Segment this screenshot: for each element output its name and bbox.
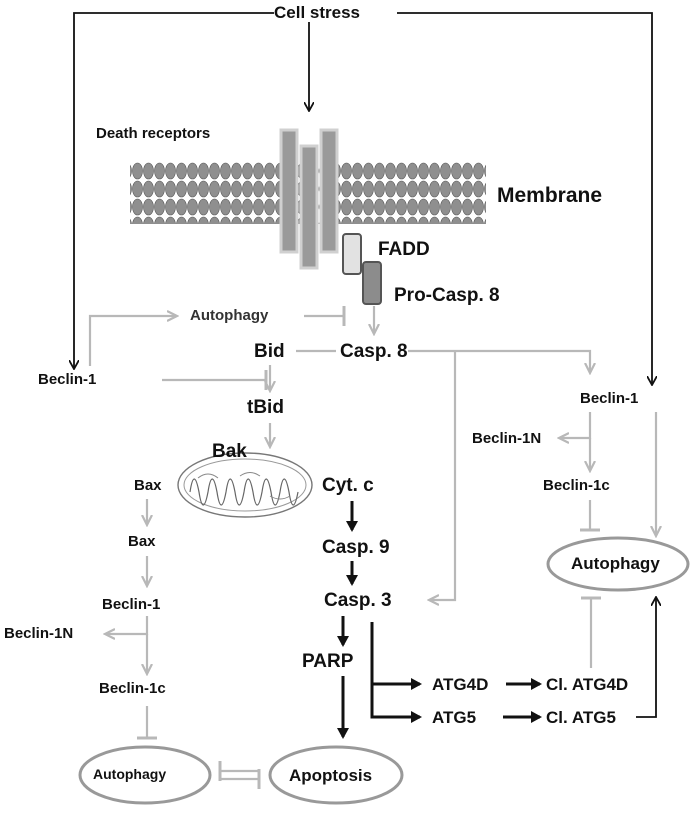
beclin1c-left-label: Beclin-1c — [99, 680, 166, 697]
fadd-icon — [342, 233, 362, 275]
beclin1n-left-label: Beclin-1N — [4, 625, 74, 642]
atg5-label: ATG5 — [432, 708, 477, 727]
cl-atg5-label: Cl. ATG5 — [546, 708, 616, 727]
atg4d-label: ATG4D — [432, 675, 489, 694]
autophagy-bottom-label: Autophagy — [93, 766, 167, 782]
autophagy-top-label: Autophagy — [190, 307, 269, 324]
cytc-label: Cyt. c — [322, 475, 374, 496]
pro-casp8-icon — [362, 261, 382, 305]
death-receptor-icon — [279, 128, 339, 270]
beclin1n-right-label: Beclin-1N — [472, 430, 542, 447]
mitochondrion-icon — [177, 452, 313, 518]
beclin1-left-label: Beclin-1 — [38, 371, 97, 388]
bax-2-label: Bax — [128, 533, 156, 550]
tbid-label: tBid — [247, 397, 284, 418]
fadd-label: FADD — [378, 239, 430, 260]
beclin1-lower-left-label: Beclin-1 — [102, 596, 161, 613]
beclin1c-right-label: Beclin-1c — [543, 477, 610, 494]
cl-atg4d-label: Cl. ATG4D — [546, 675, 629, 694]
pro-casp8-label: Pro-Casp. 8 — [394, 285, 500, 306]
apoptosis-oval — [268, 745, 404, 805]
apoptosis-label: Apoptosis — [289, 766, 373, 785]
autophagy-bottom-oval — [78, 745, 212, 805]
casp8-label: Casp. 8 — [340, 341, 408, 362]
black-paths — [74, 12, 656, 739]
autophagy-right-label: Autophagy — [571, 554, 660, 573]
cell-stress-label: Cell stress — [274, 3, 360, 22]
casp9-label: Casp. 9 — [322, 537, 390, 558]
autophagy-right-oval — [546, 536, 690, 592]
bax-1-label: Bax — [134, 477, 162, 494]
parp-label: PARP — [302, 651, 354, 672]
death-receptors-label: Death receptors — [96, 125, 211, 142]
bak-label: Bak — [212, 441, 247, 462]
casp3-label: Casp. 3 — [324, 590, 392, 611]
beclin1-right-label: Beclin-1 — [580, 390, 639, 407]
bid-label: Bid — [254, 341, 285, 362]
membrane-label: Membrane — [497, 184, 603, 207]
gray-paths — [88, 306, 656, 789]
